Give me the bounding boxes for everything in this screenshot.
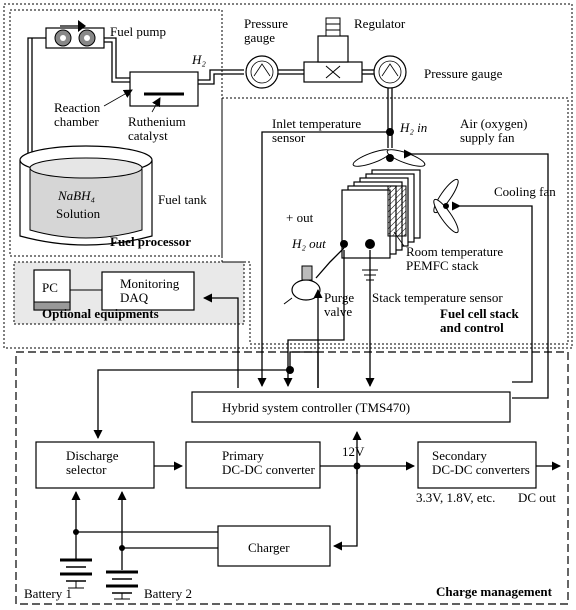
regulator-label: Regulator xyxy=(354,16,406,31)
wire-charger-battery2 xyxy=(121,547,218,570)
wire-ctrl-air-fan xyxy=(404,149,549,399)
dc-out-label: DC out xyxy=(518,490,556,505)
air-supply-fan xyxy=(352,149,426,167)
pressure-gauge-right-label: Pressure gauge xyxy=(424,66,503,81)
pipe-chamber-to-gauge-inner xyxy=(198,73,244,85)
fuel-tank-label: Fuel tank xyxy=(158,192,207,207)
hybrid-controller-box xyxy=(191,391,511,423)
pressure-gauge-right xyxy=(373,55,407,89)
pipe-chamber-to-gauge xyxy=(198,69,244,81)
stack-temp-sensor-label: Stack temperature sensor xyxy=(372,290,503,305)
plus-out-label: + out xyxy=(286,210,314,225)
charge-management-label: Charge management xyxy=(436,584,553,599)
pipe-pump-to-chamber-inner xyxy=(104,41,130,83)
wire-ctrl-to-selector xyxy=(93,369,290,439)
pipe-pump-to-tank xyxy=(27,37,46,172)
fuel-pump-label: Fuel pump xyxy=(110,24,166,39)
pc-base xyxy=(33,301,71,311)
charger-box xyxy=(217,525,331,567)
cooling-fan-label: Cooling fan xyxy=(494,184,556,199)
pc-label: PC xyxy=(42,280,58,295)
wire-plus-out xyxy=(283,250,345,387)
primary-converter-box xyxy=(185,441,321,489)
wire-ctrl-to-daq xyxy=(203,293,239,388)
wire-junction xyxy=(289,351,319,388)
nabh4-label: NaBH₄ xyxy=(57,188,96,203)
stack-temp-sensor-dot xyxy=(365,239,375,249)
pressure-gauge-top xyxy=(245,55,279,89)
charger-label: Charger xyxy=(248,540,290,555)
solution-label: Solution xyxy=(56,206,101,221)
purge-valve xyxy=(283,265,321,305)
air-supply-fan-label: Air (oxygen)supply fan xyxy=(460,116,528,145)
reaction-chamber xyxy=(129,71,199,107)
battery1-symbol xyxy=(60,558,92,589)
fuel-tank xyxy=(19,145,153,246)
battery1-label: Battery 1 xyxy=(24,586,72,601)
cooling-fan xyxy=(433,178,459,234)
h2-out-label: H₂ out xyxy=(291,236,326,251)
wire-charger-battery1 xyxy=(75,531,218,560)
reaction-chamber-pointer xyxy=(103,89,133,107)
secondary-converters-box xyxy=(417,441,537,489)
optional-equipments-label: Optional equipments xyxy=(42,306,159,321)
h2-in-label: H₂ in xyxy=(399,120,427,135)
hybrid-controller-label: Hybrid system controller (TMS470) xyxy=(222,400,410,415)
pipe-h2-out xyxy=(315,247,345,279)
plus-out-terminal xyxy=(340,240,348,248)
discharge-selector-box xyxy=(35,441,155,489)
fuel-pump xyxy=(45,27,105,49)
wire-ctrl-cooling-fan xyxy=(452,201,533,383)
fuel-processor-label: Fuel processor xyxy=(110,234,191,249)
wire-inlet-temp xyxy=(257,131,390,387)
regulator xyxy=(303,17,363,83)
catalyst-pointer xyxy=(151,97,161,113)
pump-arrow xyxy=(78,20,86,32)
monitoring-daq-box xyxy=(101,271,195,311)
battery2-symbol xyxy=(106,570,138,600)
battery2-label: Battery 2 xyxy=(144,586,192,601)
h2-top-label: H₂ xyxy=(191,52,206,67)
wire-12v-to-charger xyxy=(333,466,358,551)
fuel-cell-region xyxy=(221,97,569,345)
stack-pointer xyxy=(393,231,405,247)
pipe-pump-to-chamber xyxy=(104,37,130,79)
v12-label: 12V xyxy=(342,444,365,459)
fuel-processor-region xyxy=(9,9,223,257)
voltages-label: 3.3V, 1.8V, etc. xyxy=(416,490,495,505)
